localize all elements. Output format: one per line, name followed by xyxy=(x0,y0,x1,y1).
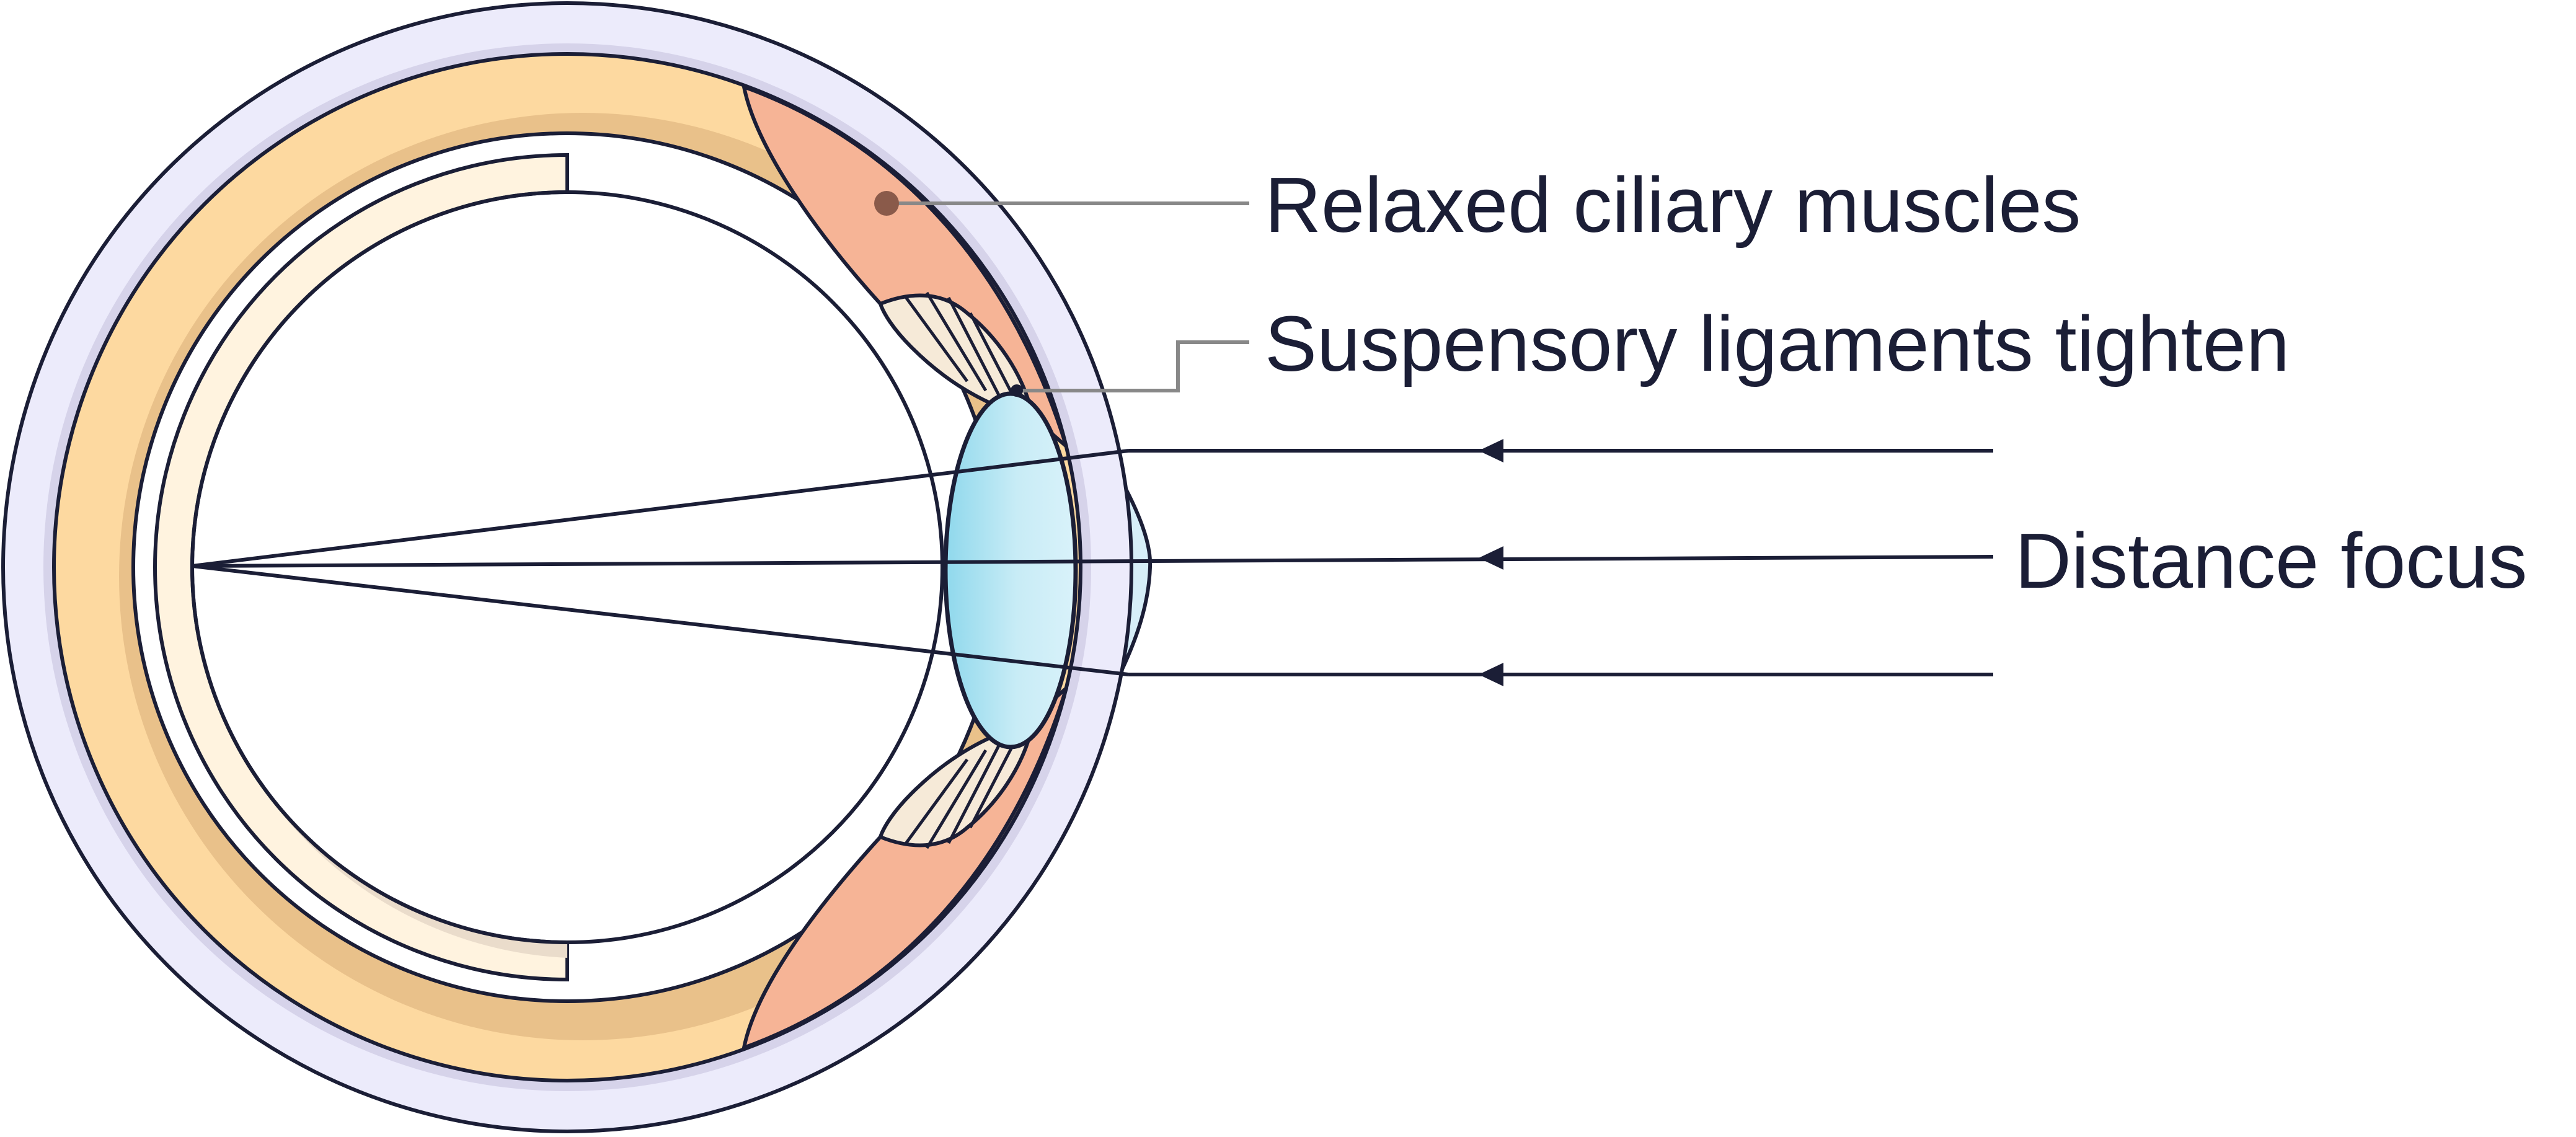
lens xyxy=(943,391,1078,750)
ligament-marker xyxy=(1011,384,1023,397)
suspensory-ligaments-top xyxy=(878,291,1032,412)
dot-marker-icon xyxy=(874,191,899,216)
leader-lines xyxy=(887,201,1249,392)
arrowhead-left-icon xyxy=(1479,439,1503,686)
label-distance-focus: Distance focus xyxy=(2015,517,2528,604)
label-suspensory-ligaments: Suspensory ligaments tighten xyxy=(1265,300,2290,387)
light-rays xyxy=(192,449,1994,676)
label-relaxed-ciliary-muscles: Relaxed ciliary muscles xyxy=(1265,161,2081,249)
suspensory-ligaments-bottom xyxy=(878,729,1032,849)
